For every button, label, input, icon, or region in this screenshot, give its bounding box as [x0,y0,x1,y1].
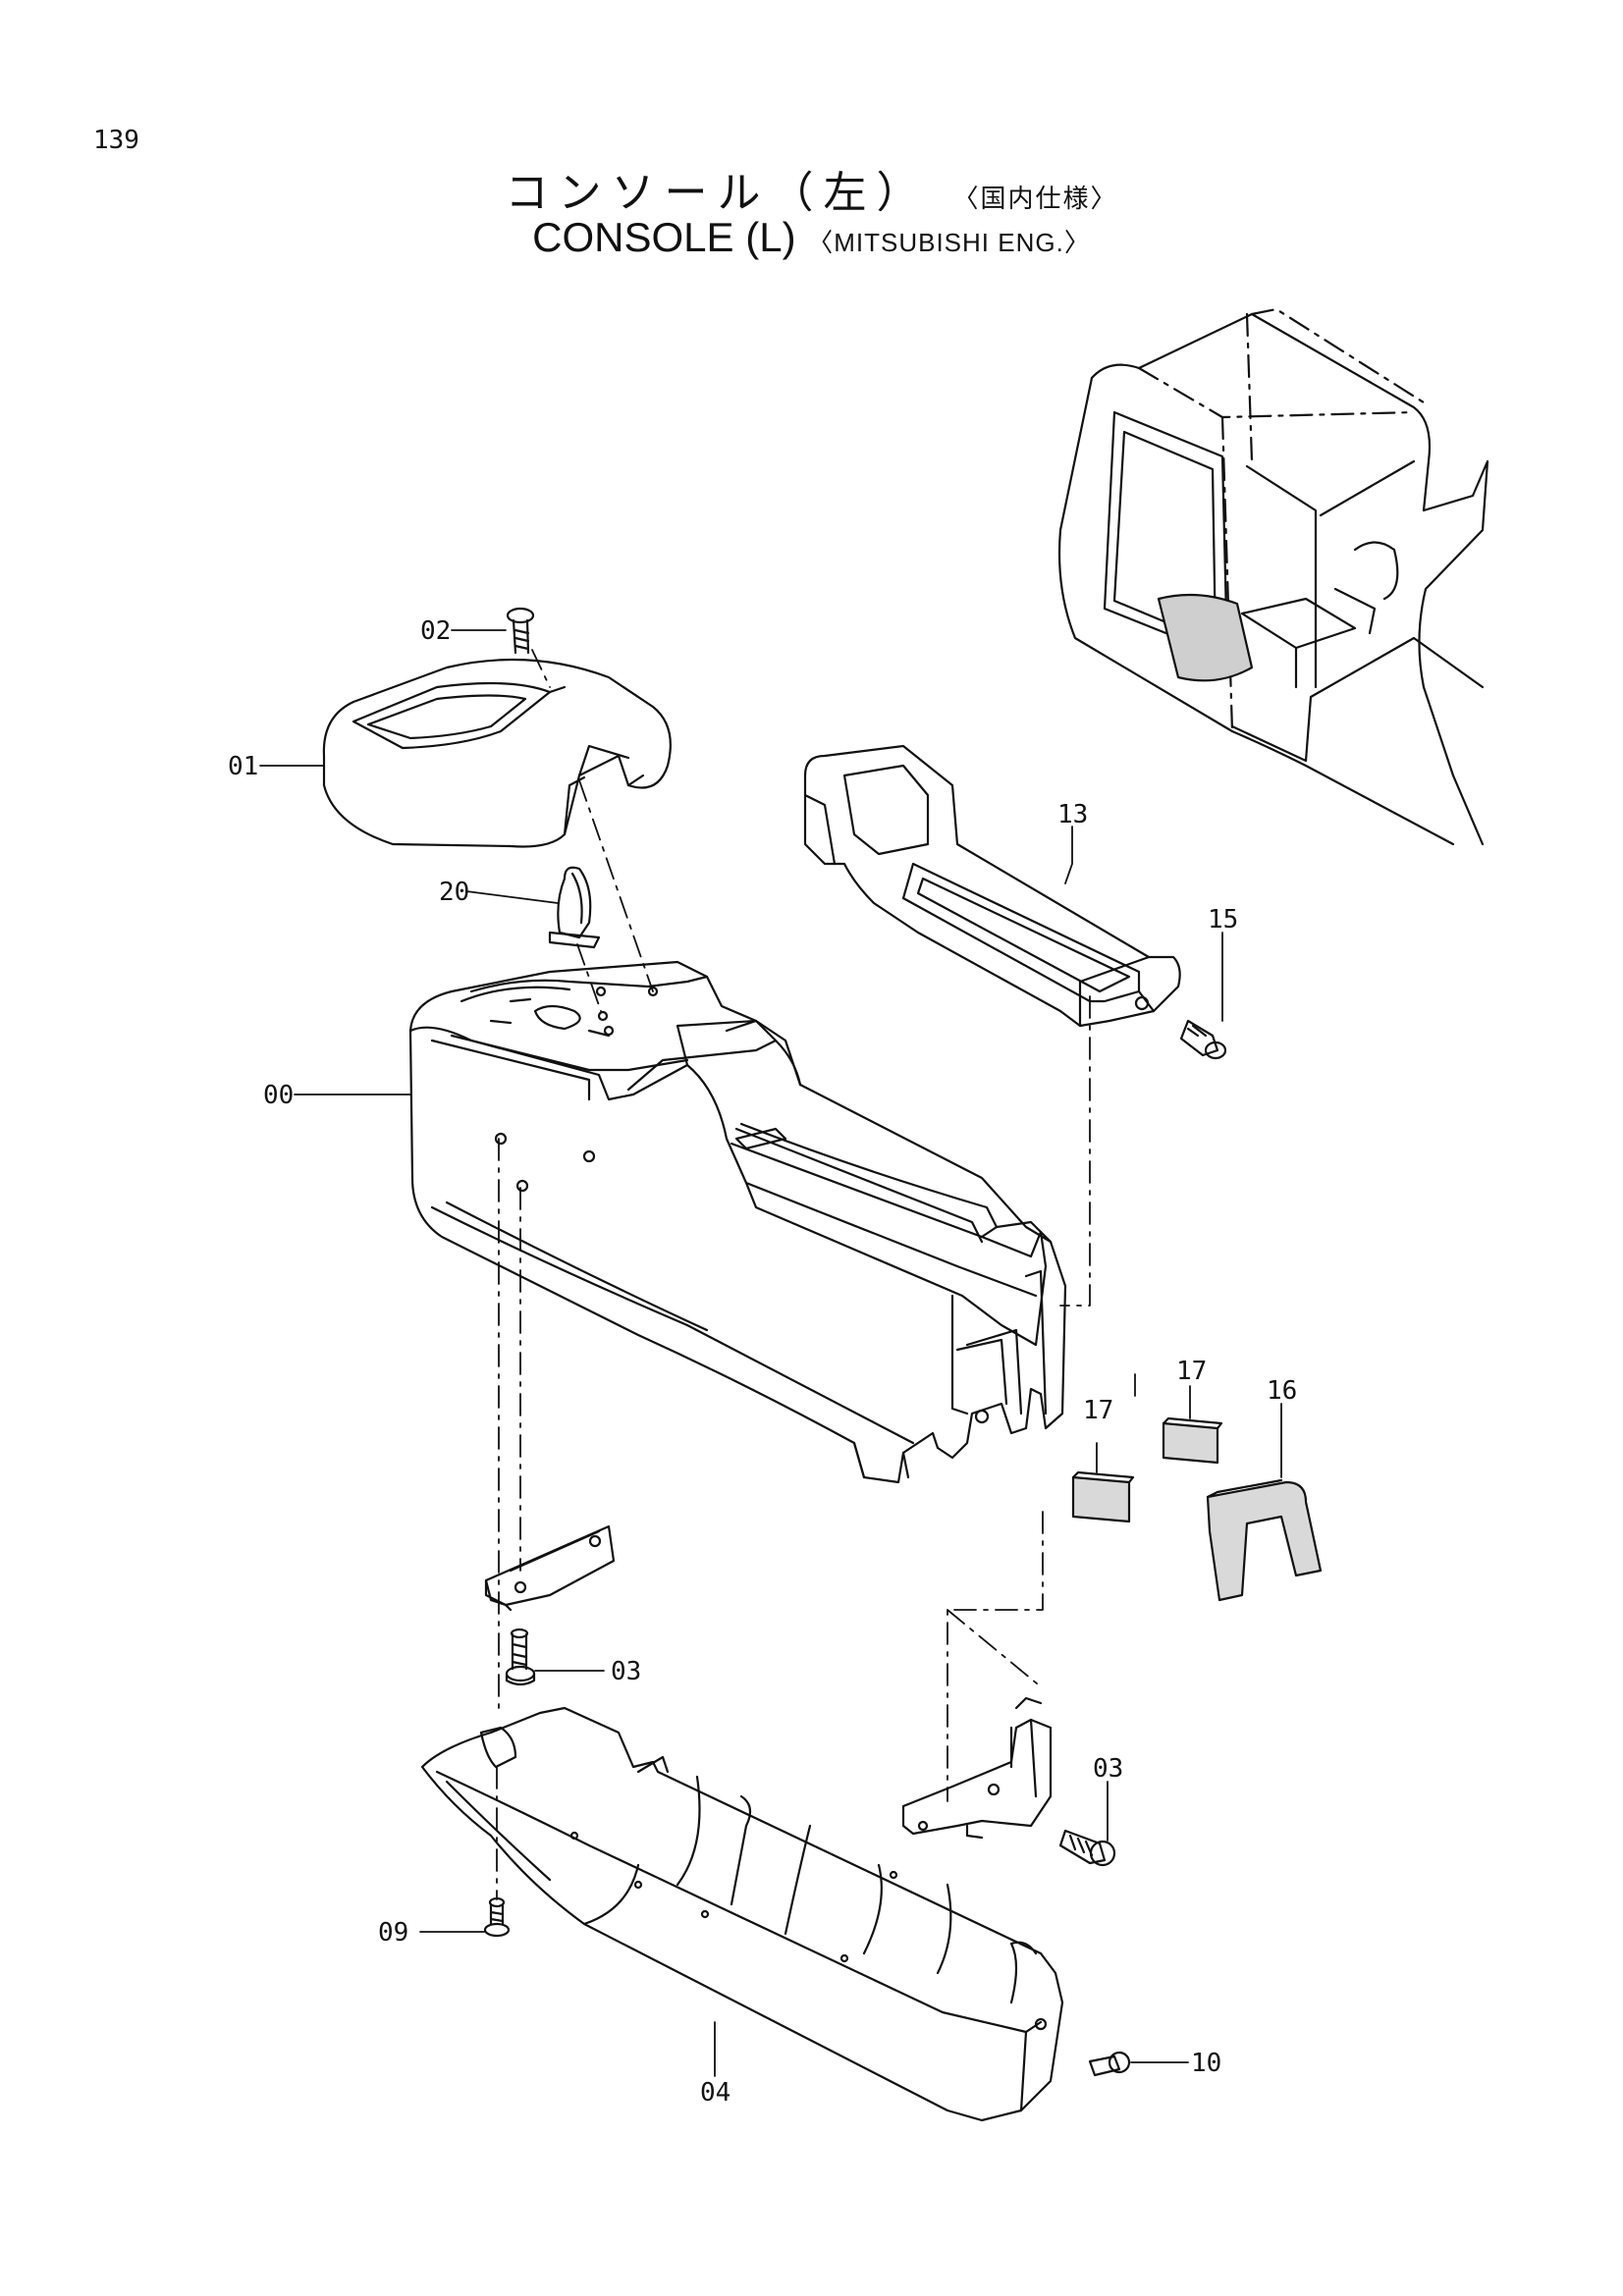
part-03-bolt-left [505,1628,536,1686]
title-english: CONSOLE (L) 〈MITSUBISHI ENG.〉 [0,214,1623,261]
callout-17-upper: 17 [1176,1357,1207,1386]
callout-03-left: 03 [611,1657,641,1686]
part-13-armrest [803,744,1181,1028]
part-03-bolt-right [1058,1829,1116,1867]
callout-09: 09 [378,1918,408,1948]
part-01-cover [322,658,672,848]
callout-01: 01 [228,752,258,781]
callout-13: 13 [1057,800,1088,829]
cab-locator-illustration [1057,307,1489,846]
side-bracket [901,1696,1053,1840]
callout-03-right: 03 [1093,1754,1123,1784]
title-english-main: CONSOLE (L) [532,214,796,260]
part-17-pad-lower [1071,1470,1135,1523]
callout-15: 15 [1208,905,1238,934]
callout-20: 20 [439,878,469,907]
callout-00: 00 [263,1081,294,1110]
page-number: 139 [93,126,139,155]
callout-04: 04 [700,2078,730,2108]
title-japanese: コンソール（左） 〈国内仕様〉 [0,157,1623,220]
alignment-lines [496,649,1136,1900]
part-20-clamp-band [548,866,601,949]
mounting-bracket [484,1524,616,1612]
part-15-bolt [1179,1019,1227,1060]
callout-17-lower: 17 [1083,1396,1113,1425]
part-02-screw [506,607,535,655]
part-00-console-body [408,960,1067,1484]
title-english-note: 〈MITSUBISHI ENG.〉 [807,228,1091,257]
callout-10: 10 [1191,2049,1221,2078]
callout-02: 02 [420,616,451,646]
part-10-bolt [1088,2051,1131,2077]
part-09-screw [483,1896,511,1938]
part-04-lower-tray [420,1706,1064,2122]
callout-16: 16 [1267,1376,1297,1406]
title-japanese-main: コンソール（左） [505,168,930,218]
part-17-pad-upper [1162,1416,1223,1465]
title-japanese-note: 〈国内仕様〉 [952,185,1118,214]
part-16-u-pad [1206,1478,1323,1602]
callout-labels: 02 01 20 00 13 15 17 17 16 03 03 09 04 1… [228,616,1297,2108]
leader-lines [259,629,1282,2077]
